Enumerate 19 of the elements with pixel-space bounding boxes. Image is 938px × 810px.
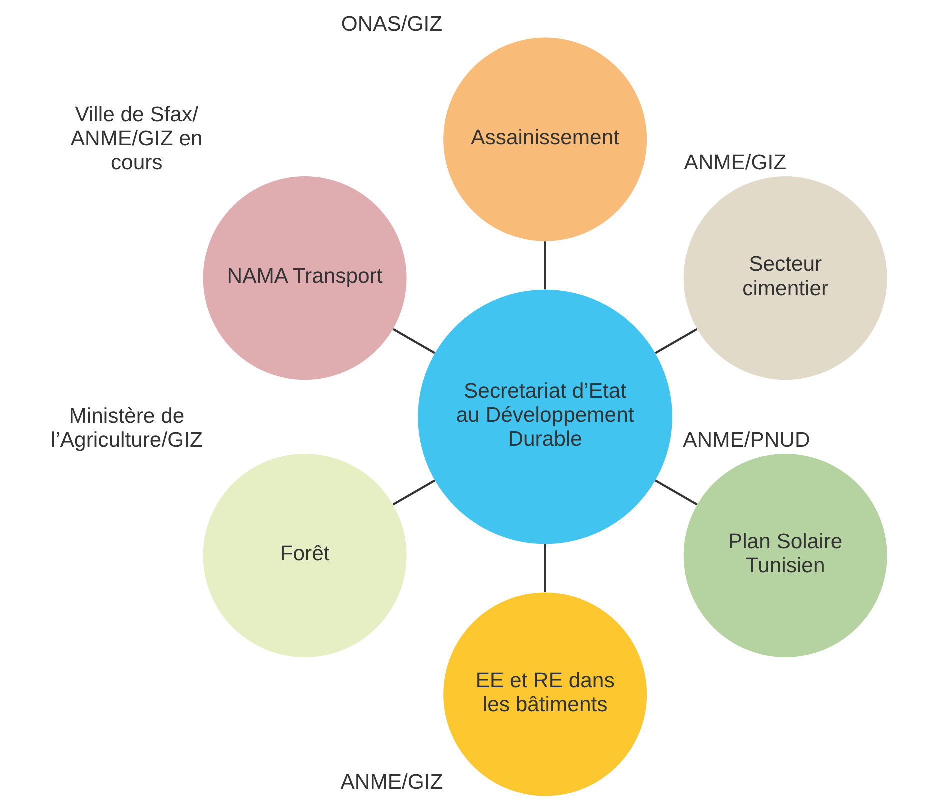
connector xyxy=(655,328,698,354)
node-label: ONAS/GIZ xyxy=(341,12,443,36)
node-circle: EE et RE dans les bâtiments xyxy=(444,592,648,796)
node-circle: Forêt xyxy=(203,454,407,658)
node-label: Ville de Sfax/ ANME/GIZ en cours xyxy=(70,103,203,174)
node-circle: Assainissement xyxy=(444,38,648,242)
connector xyxy=(655,480,698,506)
connector xyxy=(544,242,546,290)
node-circle: NAMA Transport xyxy=(203,176,407,380)
node-circle: Plan Solaire Tunisien xyxy=(684,454,888,658)
node-circle: Secteur cimentier xyxy=(684,176,888,380)
node-label: ANME/PNUD xyxy=(683,428,810,452)
connector xyxy=(392,480,436,506)
node-label: ANME/GIZ xyxy=(340,771,444,794)
node-circle: Secretariat d’Etat au Développement Durable xyxy=(418,290,673,544)
node-label: ANME/GIZ xyxy=(684,151,787,174)
connector xyxy=(392,328,436,354)
node-label: Ministère de l’Agriculture/GIZ xyxy=(51,404,203,452)
connector xyxy=(544,544,546,592)
